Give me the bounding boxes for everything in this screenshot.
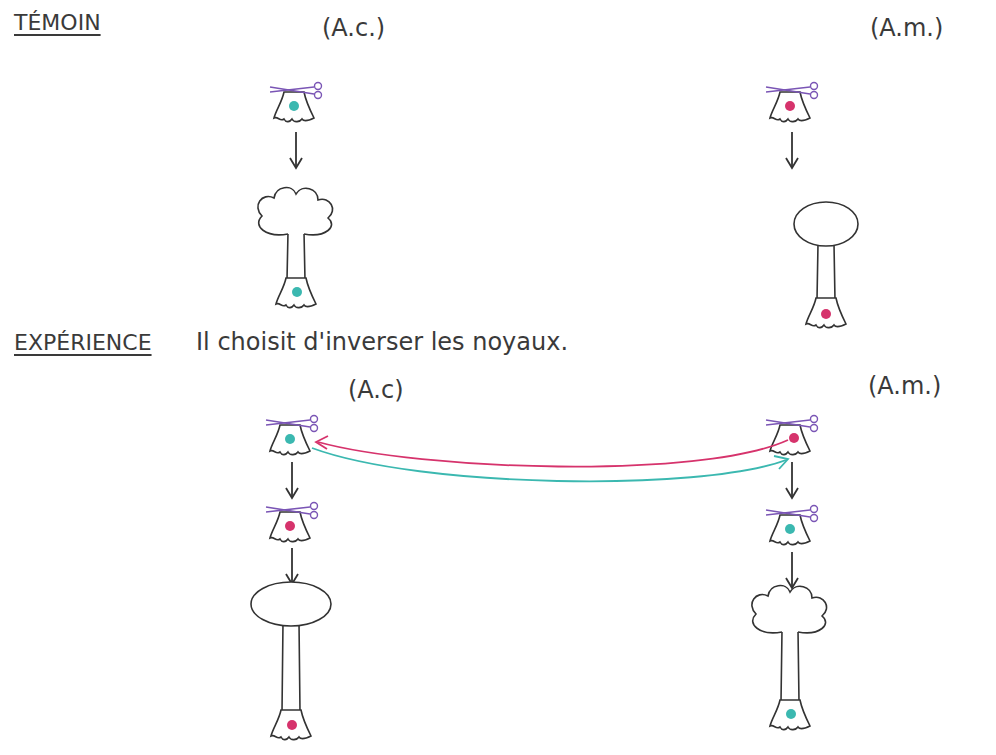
down-arrow xyxy=(786,132,798,168)
down-arrow xyxy=(286,548,298,584)
regenerated-alga xyxy=(794,202,858,328)
species-label: (A.m.) xyxy=(870,14,943,43)
species-label: (A.m.) xyxy=(868,372,941,401)
nucleus-transfer-arrow xyxy=(312,448,788,481)
down-arrow xyxy=(286,462,298,498)
nucleus-transfer-arrow xyxy=(316,436,788,467)
species-label: (A.c.) xyxy=(322,14,385,43)
section-heading: EXPÉRIENCE xyxy=(14,330,152,356)
alga-fragment xyxy=(766,506,818,545)
section-heading: TÉMOIN xyxy=(14,10,101,36)
alga-fragment xyxy=(766,416,818,455)
alga-fragment xyxy=(270,83,322,122)
alga-fragment xyxy=(766,83,818,122)
down-arrow xyxy=(290,132,302,168)
experiment-note: Il choisit d'inverser les noyaux. xyxy=(196,328,568,357)
alga-fragment xyxy=(266,416,318,455)
alga-fragment xyxy=(266,503,318,542)
regenerated-alga xyxy=(258,188,333,308)
down-arrow xyxy=(786,462,798,498)
species-label: (A.c) xyxy=(348,376,404,405)
regenerated-alga xyxy=(251,582,331,740)
down-arrow xyxy=(786,552,798,588)
regenerated-alga xyxy=(752,586,827,730)
